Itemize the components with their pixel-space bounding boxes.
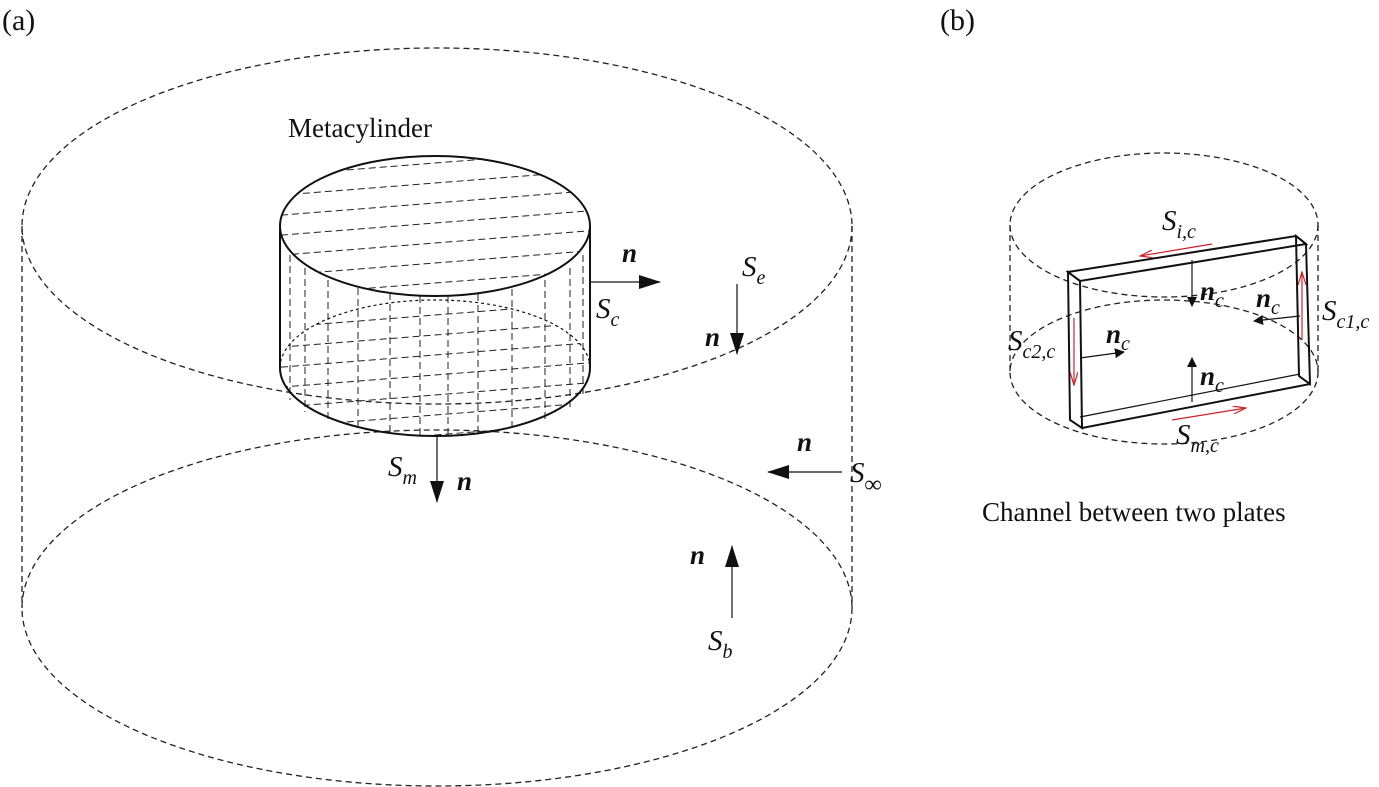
side-hatching [289,255,584,437]
nc-arrow-left [1079,348,1125,359]
n-label-sinf: n [797,427,812,457]
nc-label-left: nc [1106,319,1130,355]
plate-bottom-edge [1081,383,1311,429]
nc-label-top: nc [1200,276,1224,312]
bottom-ellipse-back [279,299,591,369]
outer-domain-cylinder [21,47,853,787]
bottom-hatching [280,301,590,436]
top-hatching [280,156,590,296]
panel-a-tag: (a) [2,4,35,37]
metacylinder [279,155,591,437]
plate-bottom-inner-edge [1079,373,1301,418]
flow-arrow-bottom [1171,408,1246,421]
top-ellipse [279,155,591,297]
channel-plates [1065,233,1312,430]
plate-left-face [1066,269,1084,430]
channel-dashed-cylinder [1009,152,1319,445]
plate-right-face [1294,233,1312,387]
label-sm: Sm [388,451,417,489]
label-sic: Si,c [1162,205,1196,243]
panel-b-tag: (b) [940,4,975,37]
label-smc: Sm,c [1176,419,1219,457]
bottom-ellipse-front [279,367,591,437]
nc-label-right: nc [1256,283,1280,319]
n-label-sb: n [690,540,705,570]
nc-label-bottom: nc [1200,361,1224,397]
channel-bottom-ellipse [1009,299,1319,445]
label-sc2c: Sc2,c [1008,325,1055,363]
label-se: Se [742,251,766,289]
label-sc: Sc [596,293,620,331]
nc-arrow-right [1253,315,1301,325]
label-sinf: S∞ [850,457,882,498]
metacylinder-title: Metacylinder [288,113,432,143]
flow-arrow-top [1140,243,1213,256]
label-sb: Sb [708,625,733,663]
label-sc1c: Sc1,c [1322,295,1369,333]
n-label-se: n [705,322,720,352]
n-label-sm: n [457,466,472,496]
n-label-sc: n [622,238,637,268]
outer-top-ellipse [21,47,853,405]
channel-caption: Channel between two plates [982,497,1286,527]
